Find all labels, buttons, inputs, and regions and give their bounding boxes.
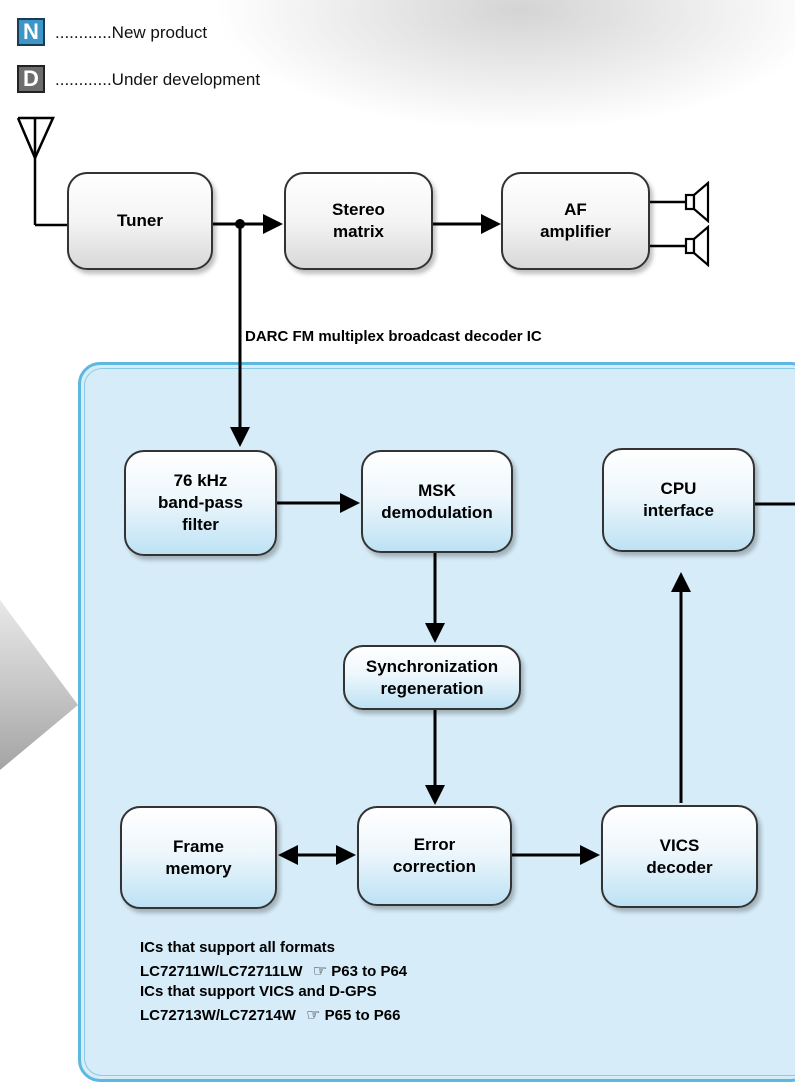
sync-regeneration-label: Synchronization regeneration	[365, 656, 499, 698]
pointing-hand-icon: ☞	[306, 1007, 321, 1024]
bandpass-filter-label: 76 kHz band-pass filter	[157, 471, 244, 534]
error-correction-block: Error correction	[357, 806, 512, 906]
arrowhead	[340, 493, 360, 513]
pointing-hand-icon: ☞	[312, 963, 328, 980]
arrowhead	[425, 785, 445, 805]
note-lc72713: LC72713W/LC72714W ☞ P65 to P66	[140, 1005, 400, 1025]
stereo-matrix-block: Stereo matrix	[284, 172, 433, 270]
af-amplifier-block: AF amplifier	[501, 172, 650, 270]
frame-memory-block: Frame memory	[120, 806, 277, 909]
antenna-icon	[16, 116, 67, 227]
vics-decoder-block: VICS decoder	[601, 805, 758, 908]
page-reference-link[interactable]: P63 to P64	[331, 963, 408, 980]
arrowhead	[278, 845, 298, 865]
bandpass-filter-block: 76 kHz band-pass filter	[124, 450, 277, 556]
note-lc72713-text: LC72713W/LC72714W	[140, 1007, 296, 1024]
arrowhead	[263, 214, 283, 234]
stereo-matrix-label: Stereo matrix	[332, 200, 385, 241]
af-amplifier-label: AF amplifier	[540, 200, 611, 241]
note-vics-dgps-text: ICs that support VICS and D-GPS	[140, 983, 377, 1000]
cpu-interface-label: CPU interface	[643, 479, 714, 520]
note-all-formats: ICs that support all formats	[140, 939, 335, 956]
new-product-legend-label: ............New product	[55, 23, 208, 42]
under-development-legend-label: ............Under development	[55, 70, 261, 89]
arrowhead	[671, 572, 691, 592]
decoder-ic-title: DARC FM multiplex broadcast decoder IC	[245, 328, 542, 345]
note-lc72711-text: LC72711W/LC72711LW	[140, 963, 303, 980]
msk-demodulation-label: MSK demodulation	[381, 480, 493, 522]
note-all-formats-text: ICs that support all formats	[140, 939, 336, 956]
note-lc72711: LC72711W/LC72711LW ☞ P63 to P64	[140, 961, 407, 981]
panel-pointer-wedge	[0, 600, 78, 770]
sync-regeneration-block: Synchronization regeneration	[343, 645, 521, 710]
speaker-icon	[684, 180, 710, 224]
error-correction-label: Error correction	[392, 835, 477, 876]
arrowhead	[481, 214, 501, 234]
arrowhead	[580, 845, 600, 865]
arrowhead	[336, 845, 356, 865]
page-reference-link[interactable]: P65 to P66	[324, 1007, 401, 1024]
cpu-interface-block: CPU interface	[602, 448, 755, 552]
frame-memory-label: Frame memory	[165, 836, 232, 878]
under-development-badge: D	[17, 65, 45, 93]
note-vics-dgps: ICs that support VICS and D-GPS	[140, 983, 377, 1000]
speaker-icon	[684, 224, 710, 268]
arrowhead	[425, 623, 445, 643]
msk-demodulation-block: MSK demodulation	[361, 450, 513, 553]
decoder-ic-panel-inner-border	[84, 368, 795, 1076]
tuner-label: Tuner	[117, 211, 163, 230]
tuner-block: Tuner	[67, 172, 213, 270]
vics-decoder-label: VICS decoder	[646, 835, 713, 877]
new-product-badge: N	[17, 18, 45, 46]
arrowhead	[230, 427, 250, 447]
speaker-wiring	[650, 200, 686, 248]
